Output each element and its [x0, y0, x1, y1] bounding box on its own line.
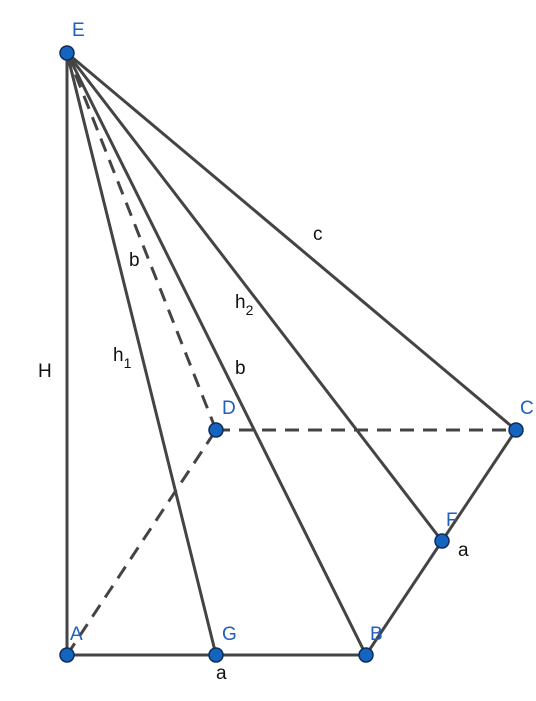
- points: [59, 45, 524, 663]
- point-F: [434, 533, 450, 549]
- point-C: [508, 422, 524, 438]
- label-c: c: [313, 224, 323, 245]
- label-H: H: [38, 361, 52, 382]
- label-E: E: [72, 20, 85, 41]
- point-D: [208, 422, 224, 438]
- label-b-hidden: b: [129, 250, 140, 271]
- segment-labels: H b b c a a h1 h2: [38, 224, 469, 684]
- label-b-front: b: [235, 358, 246, 379]
- edge-AD: [65, 429, 218, 656]
- point-E: [59, 45, 75, 61]
- label-h2-main: h: [235, 292, 246, 313]
- label-h1: h1: [113, 345, 132, 371]
- label-A: A: [70, 624, 83, 645]
- label-C: C: [520, 398, 534, 419]
- edge-EB: [65, 51, 368, 657]
- label-B: B: [370, 624, 383, 645]
- point-A: [59, 647, 75, 663]
- label-G: G: [222, 624, 237, 645]
- label-F: F: [446, 510, 458, 531]
- edge-ED: [65, 52, 218, 431]
- hidden-edges: [65, 52, 516, 656]
- point-G: [208, 647, 224, 663]
- label-a-bottom: a: [216, 663, 227, 684]
- label-h2: h2: [235, 292, 254, 318]
- point-B: [358, 647, 374, 663]
- label-h1-main: h: [113, 345, 124, 366]
- label-h2-sub: 2: [246, 302, 254, 318]
- label-a-side: a: [458, 540, 469, 561]
- edge-EC: [65, 51, 518, 432]
- label-h1-sub: 1: [124, 355, 132, 371]
- edge-EF: [65, 51, 444, 543]
- solid-edges: [65, 51, 518, 657]
- edge-EG: [65, 51, 218, 657]
- point-labels: E A G B F C D: [70, 20, 534, 645]
- label-D: D: [222, 398, 236, 419]
